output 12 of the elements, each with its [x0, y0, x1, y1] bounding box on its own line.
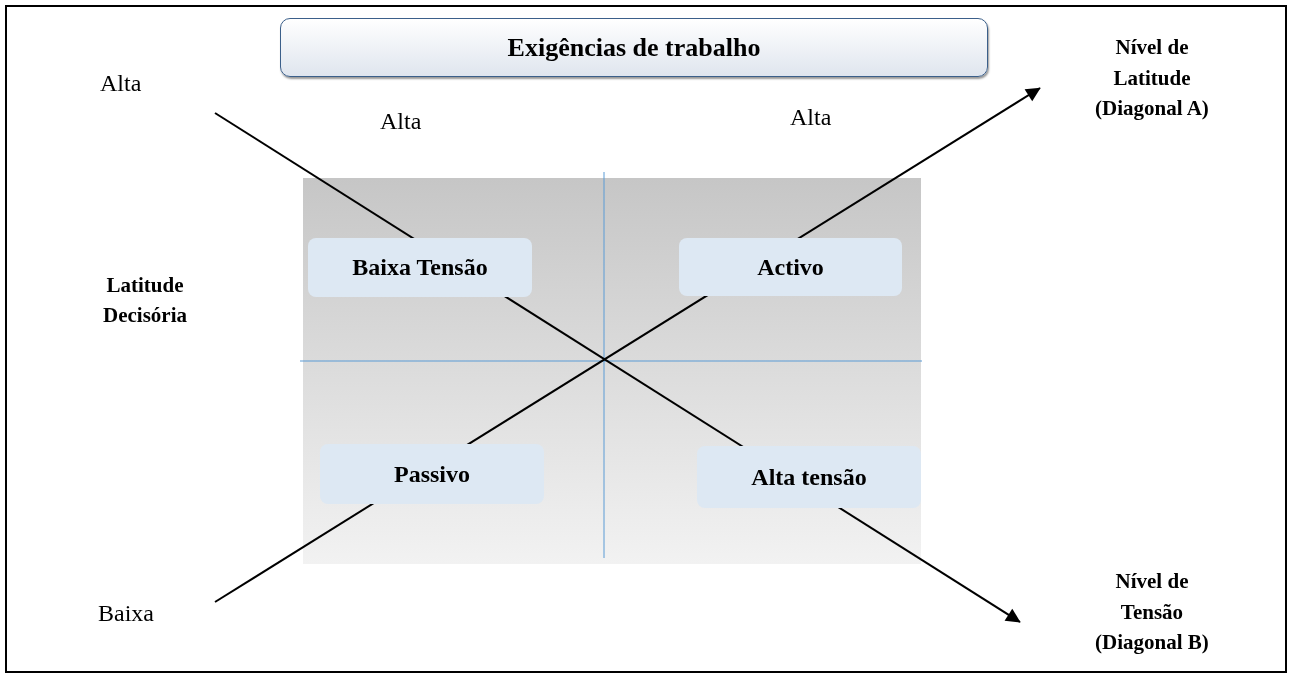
axis-end-label: Nível de Latitude (Diagonal A): [1040, 28, 1264, 128]
axis-value-label: Alta: [380, 108, 422, 135]
axis-value-label: Alta: [100, 70, 142, 97]
axis-end-label: Nível de Tensão (Diagonal B): [1020, 562, 1284, 662]
axis-value-label: Baixa: [98, 600, 154, 627]
quadrant-box: Alta tensão: [697, 446, 921, 508]
quadrant-box: Activo: [679, 238, 902, 296]
quadrant-box: Baixa Tensão: [308, 238, 532, 297]
axis-value-label: Alta: [790, 104, 832, 131]
axis-title: Latitude Decisória: [102, 272, 188, 330]
title-box: Exigências de trabalho: [280, 18, 988, 77]
quadrant-box: Passivo: [320, 444, 544, 504]
